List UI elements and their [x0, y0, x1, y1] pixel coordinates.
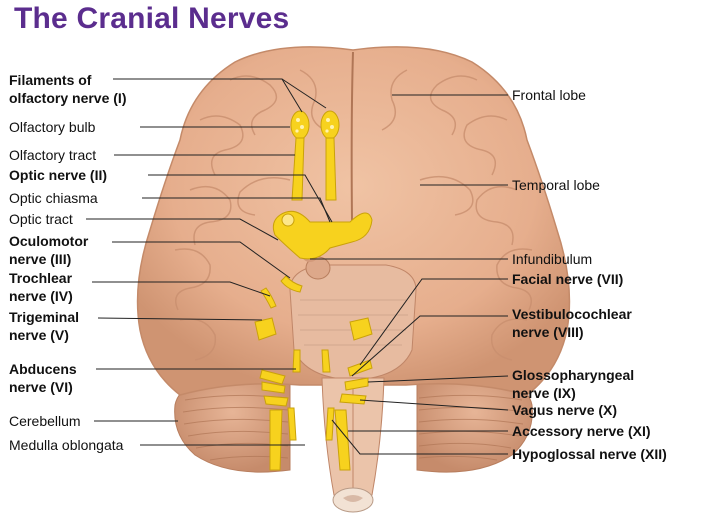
- label-accessory-nerve: Accessory nerve (XI): [512, 423, 651, 439]
- trigeminal-nerve-right: [349, 317, 373, 341]
- label-trochlear-line2: nerve (IV): [9, 288, 73, 304]
- trigeminal-nerve-left: [254, 317, 277, 341]
- label-oculomotor-line2: nerve (III): [9, 251, 72, 267]
- label-frontal-lobe: Frontal lobe: [512, 87, 586, 103]
- label-vestibulocochlear-line1: Vestibulocochlear: [512, 306, 632, 322]
- label-vagus-nerve: Vagus nerve (X): [512, 402, 618, 418]
- label-optic-nerve: Optic nerve (II): [9, 167, 108, 183]
- label-olfactory-filaments-line2: olfactory nerve (I): [9, 90, 127, 106]
- optic-chiasma: [272, 210, 373, 260]
- label-oculomotor-line1: Oculomotor: [9, 233, 89, 249]
- label-trochlear-line1: Trochlear: [9, 270, 73, 286]
- label-optic-tract: Optic tract: [9, 211, 73, 227]
- label-trigeminal-line2: nerve (V): [9, 327, 69, 343]
- label-glossopharyngeal-line2: nerve (IX): [512, 385, 576, 401]
- glossopharyngeal-nerve: [344, 377, 369, 391]
- vagus-nerve: [339, 393, 367, 405]
- label-vestibulocochlear-line2: nerve (VIII): [512, 324, 584, 340]
- label-cerebellum: Cerebellum: [9, 413, 81, 429]
- oculomotor-nerve: [280, 275, 303, 293]
- accessory-nerve: [334, 409, 351, 471]
- label-olfactory-bulb: Olfactory bulb: [9, 119, 96, 135]
- label-temporal-lobe: Temporal lobe: [512, 177, 600, 193]
- hypoglossal-nerve: [325, 407, 335, 441]
- label-optic-chiasma: Optic chiasma: [9, 190, 98, 206]
- page-title: The Cranial Nerves: [14, 2, 290, 35]
- label-medulla-oblongata: Medulla oblongata: [9, 437, 124, 453]
- leader-lines: [86, 78, 509, 455]
- abducens-nerve: [292, 349, 301, 373]
- label-facial-nerve: Facial nerve (VII): [512, 271, 624, 287]
- label-abducens-line1: Abducens: [9, 361, 77, 377]
- label-olfactory-filaments-line1: Filaments of: [9, 72, 92, 88]
- label-olfactory-tract: Olfactory tract: [9, 147, 97, 163]
- olfactory-nerves: [290, 110, 340, 201]
- label-trigeminal-line1: Trigeminal: [9, 309, 80, 325]
- label-hypoglossal-nerve: Hypoglossal nerve (XII): [512, 446, 667, 462]
- label-infundibulum: Infundibulum: [512, 251, 593, 267]
- label-glossopharyngeal-line1: Glossopharyngeal: [512, 367, 635, 383]
- label-abducens-line2: nerve (VI): [9, 379, 73, 395]
